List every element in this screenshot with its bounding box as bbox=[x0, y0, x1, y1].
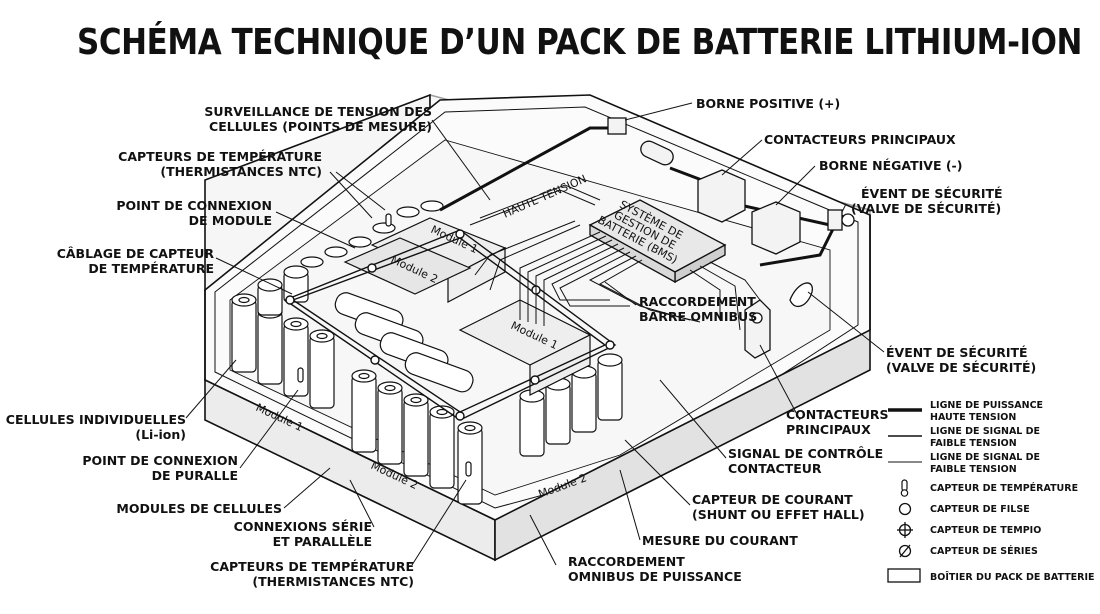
label-power-busbar: RACCORDEMENT bbox=[568, 554, 685, 569]
svg-text:HAUTE TENSION: HAUTE TENSION bbox=[930, 412, 1016, 423]
label-safety-vent-mid: ÉVENT DE SÉCURITÉ bbox=[886, 345, 1028, 360]
thermistor-sensors bbox=[297, 213, 472, 477]
label-cell-voltage: SURVEILLANCE DE TENSION DES bbox=[204, 104, 432, 119]
label-negative-terminal: BORNE NÉGATIVE (-) bbox=[819, 158, 962, 173]
label-positive-terminal: BORNE POSITIVE (+) bbox=[696, 96, 840, 111]
label-temp-wiring-2: DE TEMPÉRATURE bbox=[88, 261, 214, 276]
bms-board bbox=[588, 199, 727, 284]
svg-text:LIGNE DE SIGNAL DE: LIGNE DE SIGNAL DE bbox=[930, 426, 1040, 437]
module-2-top-cover bbox=[343, 237, 472, 295]
label-series-parallel-2: ET PARALLÈLE bbox=[273, 534, 372, 549]
label-module-connection: POINT DE CONNEXION bbox=[116, 198, 272, 213]
svg-text:FAIBLE TENSION: FAIBLE TENSION bbox=[930, 464, 1017, 475]
label-current-measure: MESURE DU COURANT bbox=[642, 533, 798, 548]
circle-sensor-icon bbox=[898, 502, 912, 516]
label-cells: CELLULES INDIVIDUELLES bbox=[6, 412, 186, 427]
label-temp-sensors-bottom-2: (THERMISTANCES NTC) bbox=[252, 574, 414, 589]
label-safety-vent-top: ÉVENT DE SÉCURITÉ bbox=[861, 186, 1003, 201]
module-covers bbox=[343, 217, 592, 396]
svg-text:FAIBLE TENSION: FAIBLE TENSION bbox=[930, 438, 1017, 449]
label-busbar-2: BARRE OMNIBUS bbox=[639, 309, 757, 324]
svg-text:CAPTEUR DE FILSE: CAPTEUR DE FILSE bbox=[930, 504, 1030, 515]
label-temp-sensors-top-2: (THERMISTANCES NTC) bbox=[160, 164, 322, 179]
label-current-sensor: CAPTEUR DE COURANT bbox=[692, 492, 853, 507]
label-cells-2: (Li-ion) bbox=[135, 427, 186, 442]
leader-lines bbox=[185, 102, 885, 566]
label-control-signal: SIGNAL DE CONTRÔLE bbox=[728, 446, 883, 461]
label-current-sensor-2: (SHUNT OU EFFET HALL) bbox=[692, 507, 865, 522]
label-control-signal-2: CONTACTEUR bbox=[728, 461, 822, 476]
svg-text:CAPTEUR DE SÉRIES: CAPTEUR DE SÉRIES bbox=[930, 545, 1038, 557]
safety-vent-top bbox=[827, 209, 843, 231]
label-cell-voltage-2: CELLULES (POINTS DE MESURE) bbox=[209, 119, 432, 134]
label-safety-vent-mid-2: (VALVE DE SÉCURITÉ) bbox=[886, 360, 1036, 375]
label-main-contactors-mid-2: PRINCIPAUX bbox=[786, 422, 871, 437]
label-temp-wiring: CÂBLAGE DE CAPTEUR bbox=[57, 246, 215, 261]
thermometer-icon bbox=[900, 479, 909, 497]
svg-text:LIGNE DE PUISSANCE: LIGNE DE PUISSANCE bbox=[930, 400, 1043, 411]
svg-text:CAPTEUR DE TEMPIO: CAPTEUR DE TEMPIO bbox=[930, 525, 1041, 536]
thermistor-icon bbox=[385, 213, 392, 227]
label-cell-modules: MODULES DE CELLULES bbox=[116, 501, 282, 516]
crosshair-sensor-icon bbox=[897, 522, 913, 538]
housing-icon bbox=[887, 568, 921, 583]
svg-text:LIGNE DE SIGNAL DE: LIGNE DE SIGNAL DE bbox=[930, 452, 1040, 463]
svg-text:BOÎTIER DU PACK DE BATTERIE: BOÎTIER DU PACK DE BATTERIE bbox=[930, 571, 1095, 583]
label-busbar: RACCORDEMENT bbox=[639, 294, 756, 309]
label-power-busbar-2: OMNIBUS DE PUISSANCE bbox=[568, 569, 742, 584]
safety-vent-side bbox=[789, 282, 813, 308]
cell-group-back bbox=[300, 200, 444, 268]
label-module-connection-2: DE MODULE bbox=[189, 213, 272, 228]
label-parallel-connection-2: DE PURALLE bbox=[152, 468, 238, 483]
svg-text:CAPTEUR DE TEMPÉRATURE: CAPTEUR DE TEMPÉRATURE bbox=[930, 482, 1078, 494]
thermistor-icon bbox=[465, 461, 472, 477]
label-parallel-connection: POINT DE CONNEXION bbox=[82, 453, 238, 468]
label-series-parallel: CONNEXIONS SÉRIE bbox=[234, 519, 372, 534]
cell-group-middle bbox=[334, 292, 474, 393]
hardware-components bbox=[607, 117, 855, 359]
main-contactor-1 bbox=[697, 169, 746, 223]
contactor-side bbox=[744, 299, 771, 359]
busbar-frame bbox=[283, 229, 617, 421]
positive-terminal bbox=[607, 117, 627, 135]
legend: LIGNE DE PUISSANCE HAUTE TENSION LIGNE D… bbox=[887, 400, 1095, 583]
label-main-contactors-top: CONTACTEURS PRINCIPAUX bbox=[764, 132, 956, 147]
page-title: SCHÉMA TECHNIQUE D’UN PACK DE BATTERIE L… bbox=[77, 22, 1082, 63]
fuse bbox=[640, 140, 674, 166]
label-main-contactors-mid: CONTACTEURS bbox=[786, 407, 889, 422]
slashed-circle-sensor-icon bbox=[898, 544, 912, 558]
label-temp-sensors-bottom: CAPTEURS DE TEMPÉRATURE bbox=[210, 559, 414, 574]
label-temp-sensors-top: CAPTEURS DE TEMPÉRATURE bbox=[118, 149, 322, 164]
thermistor-icon bbox=[297, 367, 304, 383]
label-safety-vent-top-2: (VALVE DE SÉCURITÉ) bbox=[851, 201, 1001, 216]
main-contactor-2 bbox=[751, 201, 801, 255]
